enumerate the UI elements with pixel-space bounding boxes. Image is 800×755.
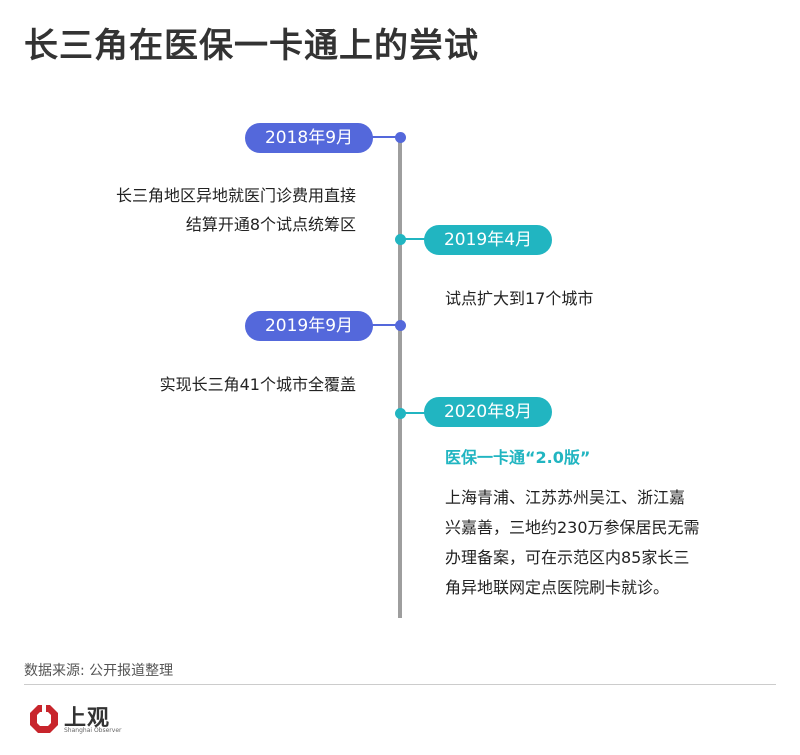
event-1-line-2: 结算开通8个试点统筹区 <box>185 215 356 234</box>
timeline-dot-2 <box>395 234 406 245</box>
logo-chinese-name: 上观 <box>64 706 111 731</box>
date-pill-1: 2018年9月 <box>245 123 373 153</box>
shanghai-observer-logo-icon <box>30 705 58 733</box>
event-4-line-1: 上海青浦、江苏苏州吴江、浙江嘉 <box>445 488 686 507</box>
connector-1 <box>360 136 398 138</box>
timeline-axis <box>398 137 402 618</box>
event-4-line-2: 兴嘉善，三地约230万参保居民无需 <box>445 518 700 537</box>
footer-divider <box>24 684 776 685</box>
date-pill-4: 2020年8月 <box>424 397 552 427</box>
data-source: 数据来源: 公开报道整理 <box>24 663 174 679</box>
event-2-line-1: 试点扩大到17个城市 <box>445 289 594 308</box>
event-4-line-4: 角异地联网定点医院刷卡就诊。 <box>445 578 670 597</box>
logo-english-name: Shanghai Observer <box>64 727 122 734</box>
connector-2 <box>402 238 436 240</box>
event-4-line-3: 办理备案，可在示范区内85家长三 <box>445 548 690 567</box>
timeline-dot-3 <box>395 320 406 331</box>
connector-4 <box>402 412 436 414</box>
event-4-subtitle: 医保一卡通“2.0版” <box>445 448 591 467</box>
event-3-line-1: 实现长三角41个城市全覆盖 <box>159 375 356 394</box>
event-1-line-1: 长三角地区异地就医门诊费用直接 <box>115 186 356 205</box>
page-title: 长三角在医保一卡通上的尝试 <box>24 26 479 66</box>
date-pill-2: 2019年4月 <box>424 225 552 255</box>
date-pill-3: 2019年9月 <box>245 311 373 341</box>
timeline-dot-1 <box>395 132 406 143</box>
timeline-dot-4 <box>395 408 406 419</box>
connector-3 <box>360 324 398 326</box>
